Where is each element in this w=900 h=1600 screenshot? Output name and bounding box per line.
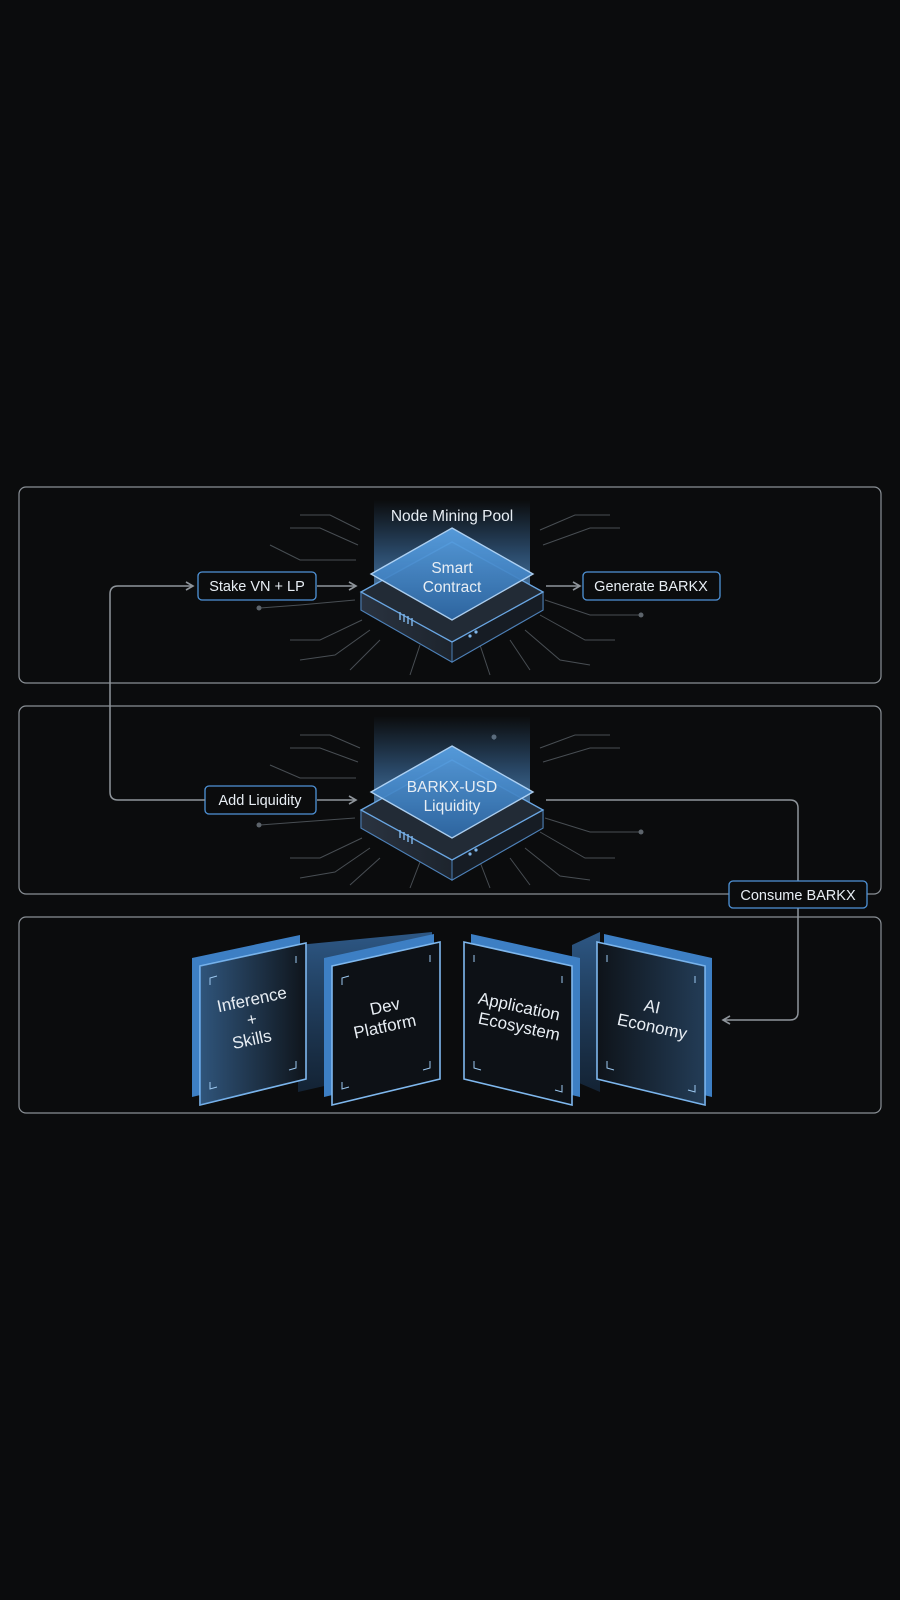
smart-contract-label-line1: Smart	[431, 560, 473, 577]
circuit-traces-liquidity	[259, 734, 640, 889]
section-frame-ecosystem	[18, 916, 882, 1114]
panel-inference-skills	[192, 935, 307, 1107]
consume-box	[728, 880, 868, 909]
smart-contract-label-line2: Contract	[423, 579, 482, 596]
panel-application-ecosystem	[463, 934, 580, 1107]
connector-consume	[546, 799, 799, 1025]
section-frame-liquidity	[18, 705, 882, 895]
consume-label: Consume BARKX	[740, 888, 856, 904]
circuit-traces-mining	[259, 514, 640, 676]
smart-contract-node	[359, 527, 545, 663]
circuit-node	[638, 829, 644, 835]
liquidity-label-line1: BARKX-USD	[407, 779, 497, 796]
add-liquidity-label: Add Liquidity	[218, 793, 302, 809]
circuit-node	[256, 822, 262, 828]
generate-label: Generate BARKX	[594, 579, 708, 595]
circuit-node	[638, 612, 644, 618]
panel-ai-economy	[596, 934, 712, 1107]
circuit-node	[256, 605, 262, 611]
generate-box	[582, 571, 721, 601]
stake-label: Stake VN + LP	[209, 579, 305, 595]
connector-loop-to-stake	[109, 581, 205, 801]
section-frame-mining	[18, 486, 882, 684]
liquidity-node	[359, 745, 545, 881]
liquidity-label-line2: Liquidity	[424, 798, 481, 815]
panel-4-line1: AI	[642, 996, 662, 1018]
section-title-mining: Node Mining Pool	[391, 508, 513, 525]
panel-dev-platform	[324, 934, 441, 1107]
stake-box	[197, 571, 317, 601]
panel-1-line2: +	[245, 1009, 259, 1030]
